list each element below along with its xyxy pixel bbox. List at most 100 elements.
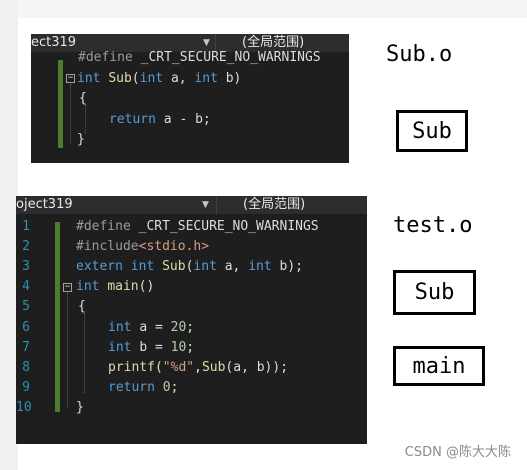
code-line[interactable]: #define _CRT_SECURE_NO_WARNINGS — [31, 48, 349, 68]
code-text: #define _CRT_SECURE_NO_WARNINGS — [78, 48, 321, 68]
code-text: } — [77, 130, 85, 150]
code-text: } — [76, 398, 84, 418]
sub-o-symbol-sub: Sub — [396, 110, 468, 152]
code-token: ( — [185, 259, 194, 275]
code-text: #define _CRT_SECURE_NO_WARNINGS — [76, 217, 319, 237]
code-token: int — [194, 70, 226, 86]
test-o-symbol-sub: Sub — [393, 270, 476, 315]
code-text: return a - b; — [109, 110, 211, 130]
code-token: return — [109, 111, 164, 127]
code-token: ( — [154, 359, 163, 375]
scope-dropdown[interactable]: (全局范围) — [242, 35, 305, 50]
code-token: int — [248, 259, 280, 275]
code-line[interactable]: return a - b; — [31, 110, 349, 130]
tab-separator — [216, 196, 217, 214]
code-token: a, — [170, 70, 195, 86]
code-line[interactable]: 7 int b = 10; — [16, 338, 367, 358]
code-line[interactable]: } — [31, 130, 349, 150]
code-text: int b = 10; — [108, 338, 194, 358]
code-text: { — [78, 297, 86, 317]
code-token: "%d" — [162, 359, 195, 375]
code-token: int — [139, 70, 171, 86]
code-token: int — [108, 339, 140, 355]
tab-separator — [215, 34, 216, 52]
code-token: b) — [225, 70, 242, 86]
code-token: b); — [279, 259, 304, 275]
code-line[interactable]: 6 int a = 20; — [16, 318, 367, 338]
indent-guide — [85, 104, 86, 134]
code-line[interactable]: 2 #include<stdio.h> — [16, 237, 367, 257]
code-text: int Sub(int a, int b) — [77, 69, 241, 89]
code-token: { — [79, 91, 87, 106]
code-token: a - b; — [163, 111, 211, 127]
code-token: _CRT_SECURE_NO_WARNINGS — [140, 50, 321, 65]
collapse-icon[interactable]: − — [66, 73, 75, 83]
dropdown-arrow-icon[interactable]: ▼ — [202, 200, 209, 210]
project-dropdown[interactable]: oject319 — [16, 197, 73, 212]
code-token: Sub — [201, 359, 226, 375]
left-background-strip — [0, 0, 18, 470]
code-token: a = — [139, 319, 171, 335]
code-token: return — [108, 379, 163, 395]
code-token: a, — [224, 259, 249, 275]
code-token: { — [78, 299, 86, 315]
code-token: ; — [186, 319, 195, 335]
line-number: 7 — [22, 339, 30, 355]
code-text: int main() — [76, 277, 154, 297]
code-text: printf("%d",Sub(a, b)); — [108, 358, 288, 378]
code-token: #define — [76, 219, 139, 234]
code-token: } — [76, 399, 84, 415]
line-number: 8 — [22, 359, 30, 375]
code-text: return 0; — [108, 378, 178, 398]
code-token: , — [194, 359, 202, 375]
code-line[interactable]: 10} — [16, 398, 367, 418]
indent-guide — [67, 293, 68, 407]
top-background-strip — [18, 0, 527, 18]
code-token: #include — [76, 239, 139, 255]
code-token: Sub — [108, 70, 132, 86]
editor-test-c[interactable]: oject319 ▼ (全局范围) − 1 #define _CRT_SECURE… — [16, 196, 367, 444]
line-number: 2 — [22, 239, 30, 255]
code-line[interactable]: 5{ — [16, 297, 367, 317]
indent-guide — [84, 313, 85, 393]
sub-o-title: Sub.o — [386, 42, 453, 67]
code-line[interactable]: 8 printf("%d",Sub(a, b)); — [16, 358, 367, 378]
editor-sub-c[interactable]: ect319 ▼ (全局范围) − #define _CRT_SECURE_NO… — [31, 34, 349, 163]
csdn-watermark: CSDN @陈大大陈 — [404, 445, 511, 460]
code-token: 20 — [170, 319, 187, 335]
code-line[interactable]: int Sub(int a, int b) — [31, 69, 349, 89]
code-token: 10 — [170, 339, 187, 355]
code-text: { — [79, 89, 87, 109]
code-token: _CRT_SECURE_NO_WARNINGS — [138, 219, 319, 234]
project-dropdown[interactable]: ect319 — [31, 35, 77, 50]
line-number: 6 — [22, 319, 30, 335]
code-line[interactable]: { — [31, 89, 349, 109]
line-number: 1 — [22, 219, 30, 234]
code-token: #define — [78, 50, 141, 65]
code-token: int — [108, 319, 140, 335]
change-indicator-bar — [55, 222, 60, 412]
dropdown-arrow-icon[interactable]: ▼ — [203, 38, 210, 48]
code-token: int — [76, 279, 108, 295]
change-indicator-bar — [58, 60, 63, 148]
code-token: printf — [108, 359, 155, 375]
editor-navigation-bar: oject319 ▼ (全局范围) — [16, 196, 367, 214]
code-text: extern int Sub(int a, int b); — [76, 257, 303, 277]
line-number: 5 — [22, 299, 30, 315]
code-token: <stdio.h> — [138, 239, 210, 255]
collapse-icon[interactable]: − — [63, 282, 72, 292]
test-o-symbol-main: main — [393, 346, 485, 386]
code-token: main — [107, 279, 139, 295]
indent-guide — [70, 84, 71, 144]
code-line[interactable]: 1 #define _CRT_SECURE_NO_WARNINGS — [16, 217, 367, 237]
scope-dropdown[interactable]: (全局范围) — [243, 197, 306, 212]
line-number: 10 — [16, 399, 32, 415]
code-token: ( — [131, 70, 140, 86]
code-token: Sub — [162, 259, 186, 275]
code-token: ; — [170, 379, 179, 395]
code-token: 0 — [162, 379, 171, 395]
code-token: (a, b)); — [225, 359, 289, 375]
